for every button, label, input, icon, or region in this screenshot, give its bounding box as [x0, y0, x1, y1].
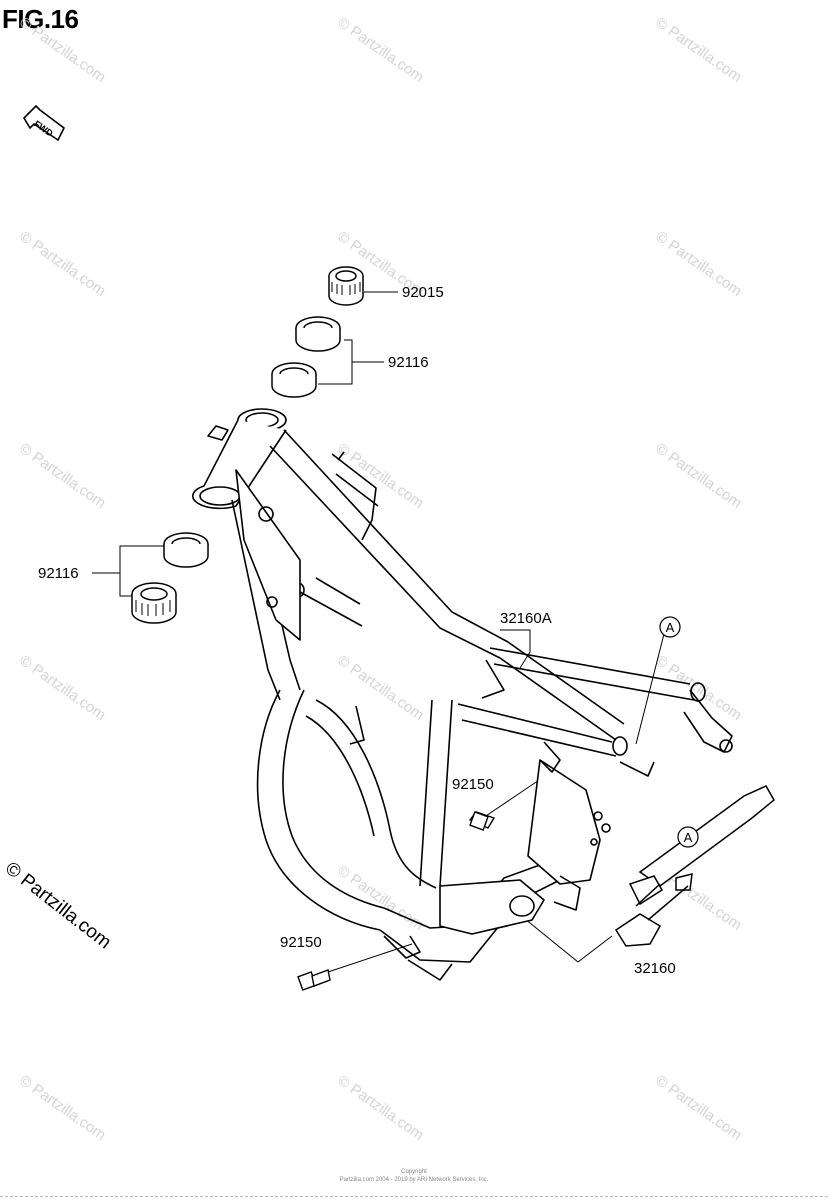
bolt-mid: [468, 811, 496, 831]
stem-nut-part: [328, 266, 364, 306]
reference-a-top-label: A: [666, 620, 675, 635]
bolt-low: [297, 969, 331, 991]
callout-32160: 32160: [634, 960, 676, 977]
reference-a-bottom-label: A: [684, 830, 693, 845]
callout-32160a: 32160A: [500, 610, 552, 627]
footer-copyright: Copyright Partzilla.com 2004 - 2019 by A…: [0, 1168, 828, 1184]
frame-main: [207, 425, 733, 981]
callout-92150-low: 92150: [280, 934, 322, 951]
bearing-race-upper: [295, 316, 341, 352]
roller-bearing-left: [131, 582, 177, 624]
callout-92116-top: 92116: [388, 354, 429, 371]
callout-92116-left: 92116: [38, 565, 79, 582]
footer-line-2: Partzilla.com 2004 - 2019 by ARI Network…: [339, 1177, 489, 1183]
callout-92015: 92015: [402, 284, 444, 301]
callout-92150-mid: 92150: [452, 776, 494, 793]
bearing-race-lower: [271, 362, 317, 398]
leader-lines: [92, 291, 689, 977]
reference-a-bottom: A: [677, 826, 699, 848]
forward-arrow-icon: FWD: [22, 104, 66, 142]
figure-title: FIG.16: [2, 4, 79, 34]
bearing-race-left: [163, 532, 209, 568]
frame-brace-32160: [614, 785, 775, 947]
reference-a-top: A: [659, 616, 681, 638]
footer-line-1: Copyright: [401, 1169, 427, 1175]
bottom-divider: [0, 1196, 828, 1197]
